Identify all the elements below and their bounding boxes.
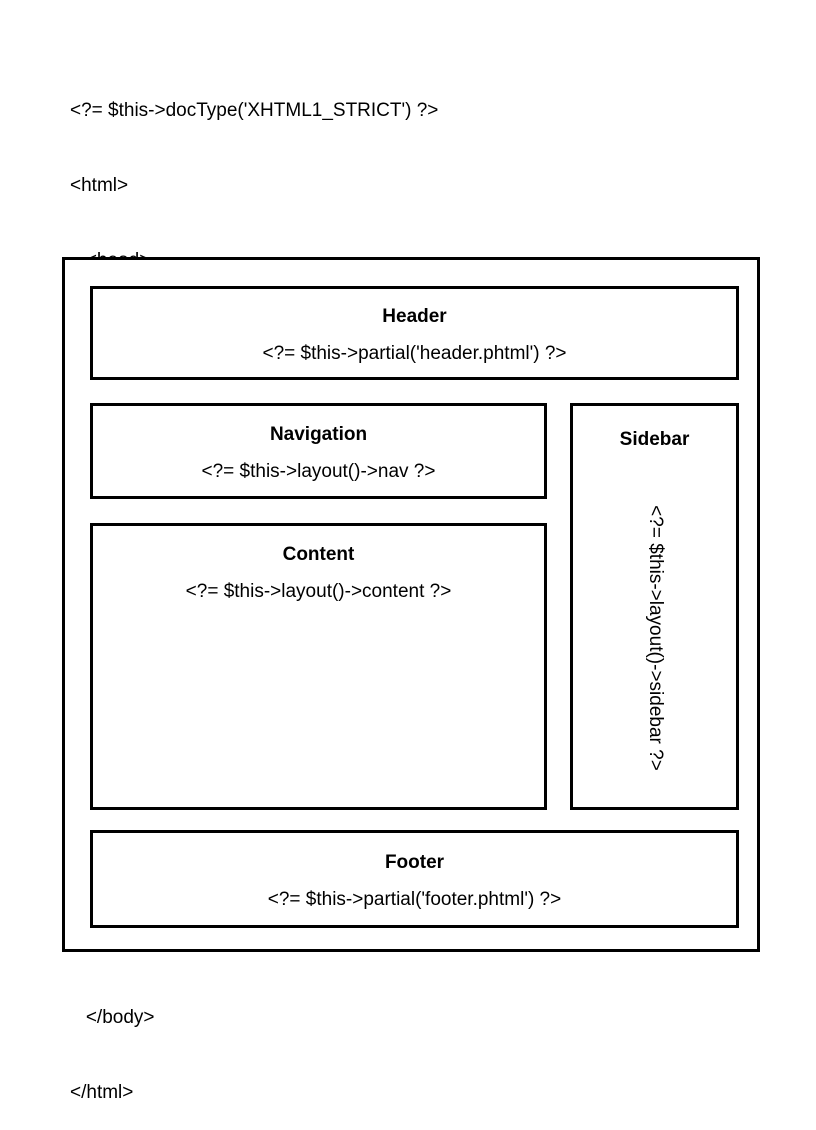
region-header-title: Header (382, 306, 447, 327)
region-content: Content <?= $this->layout()->content ?> (90, 523, 547, 810)
code-line: <html> (70, 175, 129, 196)
region-header-code: <?= $this->partial('header.phtml') ?> (262, 343, 567, 364)
region-navigation-title: Navigation (269, 424, 368, 445)
region-sidebar-title: Sidebar (619, 429, 690, 450)
region-footer-title: Footer (384, 852, 445, 873)
code-line: </html> (70, 1082, 134, 1103)
region-content-code: <?= $this->layout()->content ?> (185, 581, 452, 602)
region-footer: Footer <?= $this->partial('footer.phtml'… (90, 830, 739, 928)
region-footer-code: <?= $this->partial('footer.phtml') ?> (267, 889, 562, 910)
code-line: </body> (70, 1007, 155, 1028)
region-sidebar-code-wrapper: <?= $this->layout()->sidebar ?> (573, 468, 736, 808)
code-line: <?= $this->docType('XHTML1_STRICT') ?> (70, 100, 439, 121)
layout-frame: Header <?= $this->partial('header.phtml'… (62, 257, 760, 952)
region-navigation: Navigation <?= $this->layout()->nav ?> (90, 403, 547, 499)
region-header: Header <?= $this->partial('header.phtml'… (90, 286, 739, 380)
region-sidebar: Sidebar <?= $this->layout()->sidebar ?> (570, 403, 739, 810)
region-content-title: Content (282, 544, 355, 565)
region-sidebar-code: <?= $this->layout()->sidebar ?> (644, 505, 666, 771)
code-listing-bottom: </body> </html> (70, 955, 155, 1130)
region-navigation-code: <?= $this->layout()->nav ?> (201, 461, 436, 482)
